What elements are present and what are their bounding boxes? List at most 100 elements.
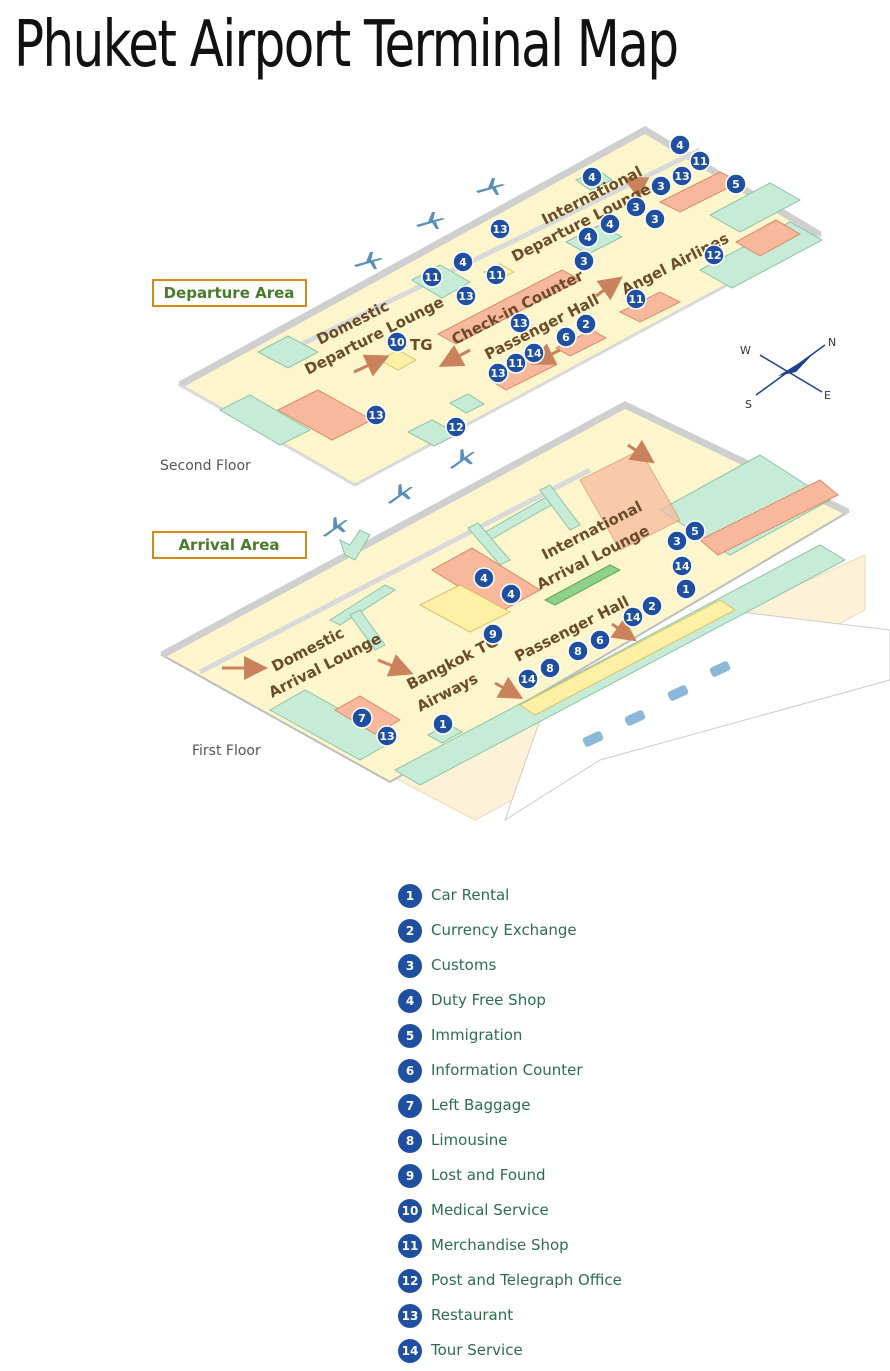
map-marker-badge: 14	[622, 606, 644, 628]
map-marker-number: 2	[582, 318, 590, 331]
legend-number-badge: 12	[398, 1269, 422, 1293]
direction-arrow	[622, 177, 650, 199]
map-marker-number: 1	[682, 583, 690, 596]
map-marker-badge: 11	[689, 150, 711, 172]
baggage-carousel	[339, 529, 371, 561]
map-marker-number: 13	[512, 317, 527, 330]
map-marker-number: 10	[389, 336, 405, 349]
map-marker-number: 4	[588, 171, 596, 184]
map-marker-badge: 13	[489, 218, 511, 240]
plane-icon	[445, 445, 479, 472]
map-marker-badge: 14	[517, 668, 539, 690]
map-marker-badge: 12	[703, 244, 725, 266]
legend-label: Duty Free Shop	[431, 991, 546, 1009]
arrival-gate	[543, 564, 622, 606]
map-marker-badge: 6	[589, 629, 611, 651]
legend-number-badge: 3	[398, 954, 422, 978]
compass-n: N	[828, 336, 836, 349]
first-floor-divider	[198, 467, 592, 675]
map-marker-number: 13	[368, 409, 383, 422]
map-marker-badge: 13	[455, 285, 477, 307]
map-marker-badge: 11	[625, 288, 647, 310]
car-icon	[709, 661, 731, 677]
baggage-carousel	[539, 484, 581, 531]
counter-block	[734, 219, 802, 257]
map-marker-badge: 13	[487, 362, 509, 384]
map-marker-badge: 3	[666, 530, 688, 552]
compass-s: S	[745, 398, 752, 411]
map-marker-badge: 4	[500, 583, 522, 605]
shop-block	[256, 335, 320, 369]
departure-area-box	[152, 279, 307, 307]
arrival-area-label: Arrival Area	[178, 536, 279, 554]
map-marker-number: 5	[732, 178, 740, 191]
legend-label: Customs	[431, 956, 497, 974]
legend-label: Left Baggage	[431, 1096, 531, 1114]
legend-label: Immigration	[431, 1026, 523, 1044]
baggage-carousel	[467, 522, 511, 566]
legend-number-badge: 11	[398, 1234, 422, 1258]
map-marker-number: 6	[596, 634, 604, 647]
map-marker-number: 5	[691, 525, 699, 538]
map-marker-badge: 7	[351, 707, 373, 729]
map-marker-number: 11	[424, 271, 439, 284]
map-marker-badge: 13	[376, 725, 398, 747]
direction-arrow	[627, 439, 655, 464]
counter-row	[699, 479, 839, 556]
legend-item: 2 Currency Exchange	[398, 917, 718, 947]
baggage-carousel	[328, 584, 397, 626]
legend-number-badge: 1	[398, 884, 422, 908]
counter-block	[554, 329, 608, 357]
map-marker-number: 4	[606, 218, 614, 231]
map-label-tg: TG	[410, 336, 433, 354]
map-marker-number: 3	[651, 213, 659, 226]
legend-item: 5 Immigration	[398, 1022, 718, 1052]
map-marker-number: 8	[574, 645, 582, 658]
map-marker-number: 3	[632, 201, 640, 214]
map-marker-badge: 13	[671, 165, 693, 187]
check-in-counter-row	[436, 269, 582, 345]
map-marker-badge: 4	[452, 251, 474, 273]
departure-area-label: Departure Area	[164, 284, 295, 302]
legend-number-badge: 4	[398, 989, 422, 1013]
plane-icon	[318, 513, 352, 540]
shop-block	[448, 393, 486, 414]
shop-block	[708, 182, 802, 233]
legend-label: Car Rental	[431, 886, 510, 904]
direction-arrow	[377, 654, 414, 677]
map-marker-number: 7	[358, 712, 366, 725]
legend-number-badge: 6	[398, 1059, 422, 1083]
map-marker-badge: 11	[505, 352, 527, 374]
direction-arrow	[595, 276, 623, 301]
direction-arrow	[353, 354, 390, 377]
legend-label: Currency Exchange	[431, 921, 577, 939]
map-marker-number: 2	[648, 600, 656, 613]
first-floor-label: First Floor	[192, 743, 261, 759]
legend-number-badge: 2	[398, 919, 422, 943]
legend-number-badge: 5	[398, 1024, 422, 1048]
map-marker-badge: 3	[573, 250, 595, 272]
map-marker-number: 1	[439, 718, 447, 731]
map-marker-badge: 8	[567, 640, 589, 662]
map-marker-number: 8	[546, 662, 554, 675]
map-marker-badge: 3	[625, 196, 647, 218]
map-marker-badge: 10	[386, 331, 408, 353]
map-marker-badge: 14	[671, 555, 693, 577]
map-marker-badge: 3	[644, 208, 666, 230]
map-marker-badge: 4	[669, 134, 691, 156]
map-marker-number: 12	[706, 249, 721, 262]
plane-icon	[383, 480, 417, 507]
map-marker-number: 4	[584, 231, 592, 244]
map-marker-number: 3	[657, 180, 665, 193]
map-marker-number: 11	[488, 269, 503, 282]
map-marker-number: 12	[448, 421, 463, 434]
map-marker-number: 6	[562, 331, 570, 344]
